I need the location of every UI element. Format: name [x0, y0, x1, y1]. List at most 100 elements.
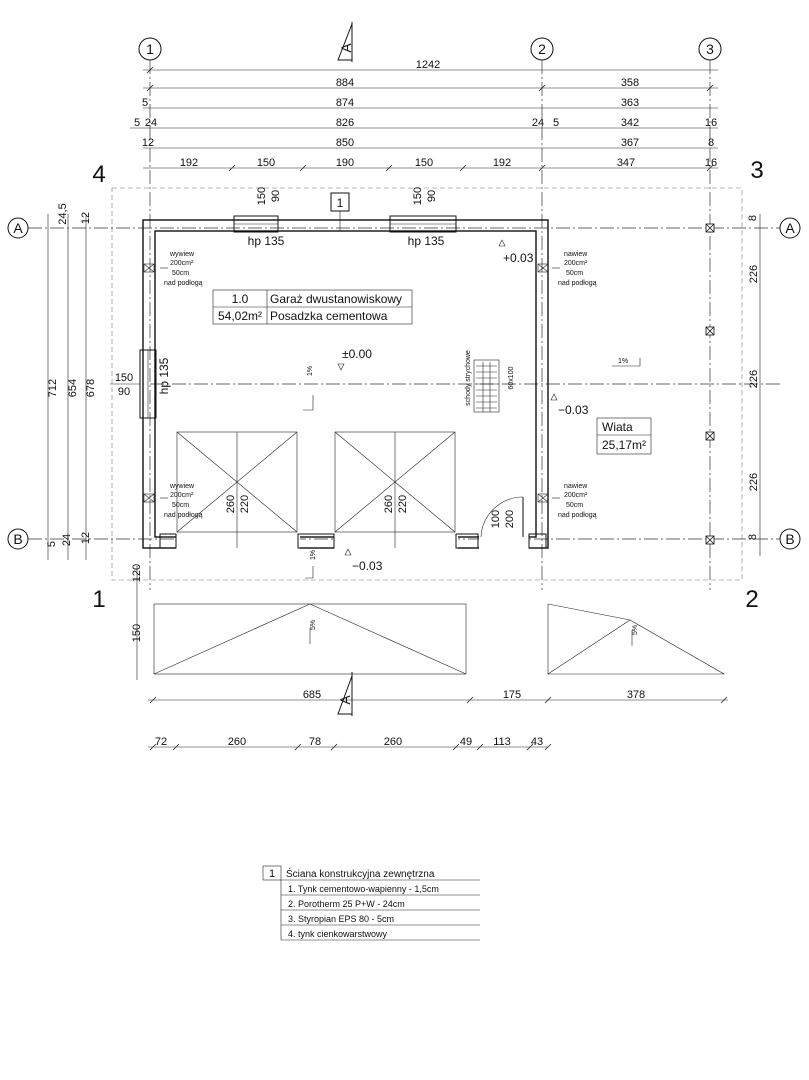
svg-text:1%: 1% — [310, 550, 317, 560]
window-top-left-labels: 150 90 hp 135 — [248, 187, 285, 248]
svg-text:25,17m²: 25,17m² — [602, 438, 646, 452]
corner-3: 3 — [750, 157, 763, 184]
svg-text:200cm²: 200cm² — [564, 492, 588, 499]
bottom-dimensions: 685 175 378 72 260 78 260 49 113 43 — [148, 689, 728, 751]
svg-text:113: 113 — [493, 736, 511, 748]
svg-text:Garaż dwustanowiskowy: Garaż dwustanowiskowy — [270, 292, 402, 306]
svg-text:Ściana konstrukcyjna zewnętrzn: Ściana konstrukcyjna zewnętrzna — [286, 867, 435, 880]
svg-text:200: 200 — [504, 510, 516, 528]
axis-bubble-3: 3 — [698, 37, 722, 61]
svg-text:1: 1 — [269, 868, 275, 880]
svg-text:260: 260 — [383, 495, 395, 513]
svg-text:nawiew: nawiew — [564, 483, 588, 490]
gate-right: 260 220 — [334, 431, 456, 548]
svg-text:Wiata: Wiata — [602, 420, 633, 434]
svg-text:874: 874 — [336, 97, 354, 109]
svg-text:220: 220 — [397, 495, 409, 513]
svg-text:nad podłogą: nad podłogą — [558, 280, 597, 287]
axis-bubble-2: 2 — [530, 37, 554, 61]
svg-text:16: 16 — [705, 117, 717, 129]
svg-text:schody strychowe: schody strychowe — [465, 350, 472, 406]
window-top-right-labels: 150 90 hp 135 — [408, 187, 445, 248]
svg-text:nad podłogą: nad podłogą — [164, 280, 203, 287]
svg-text:367: 367 — [621, 137, 639, 149]
section-mark-top: A — [337, 22, 354, 62]
svg-text:347: 347 — [617, 157, 635, 169]
svg-text:B: B — [785, 531, 794, 547]
axis-bubble-A-left: A — [7, 217, 29, 239]
svg-text:685: 685 — [303, 689, 321, 701]
svg-text:5: 5 — [553, 117, 559, 129]
svg-text:5: 5 — [46, 541, 58, 547]
svg-text:220: 220 — [239, 495, 251, 513]
svg-text:5: 5 — [134, 117, 140, 129]
svg-text:192: 192 — [180, 157, 198, 169]
svg-text:1: 1 — [146, 41, 154, 57]
svg-text:190: 190 — [336, 157, 354, 169]
level-minus-right: −0.03 — [550, 393, 589, 417]
svg-text:3: 3 — [706, 41, 714, 57]
svg-text:260: 260 — [225, 495, 237, 513]
svg-text:24: 24 — [61, 534, 73, 546]
svg-text:43: 43 — [531, 736, 543, 748]
svg-text:Posadzka cementowa: Posadzka cementowa — [270, 309, 388, 323]
slope-carport: 1% — [612, 358, 641, 367]
svg-text:378: 378 — [627, 689, 645, 701]
svg-text:175: 175 — [503, 689, 521, 701]
svg-text:+0.03: +0.03 — [503, 251, 534, 265]
svg-text:1.0: 1.0 — [232, 292, 249, 306]
svg-text:wywiew: wywiew — [169, 251, 195, 258]
svg-text:363: 363 — [621, 97, 639, 109]
corner-1: 1 — [92, 586, 105, 613]
svg-text:678: 678 — [85, 379, 97, 397]
svg-text:nawiew: nawiew — [564, 251, 588, 258]
svg-text:24,5: 24,5 — [57, 203, 69, 224]
svg-text:200cm²: 200cm² — [564, 260, 588, 267]
svg-text:50cm: 50cm — [172, 502, 189, 509]
svg-text:1%: 1% — [618, 358, 628, 365]
axis-bubble-B-left: B — [7, 528, 29, 550]
vent-outlet-top: wywiew 200cm² 50cm nad podłogą — [143, 251, 203, 287]
svg-text:192: 192 — [493, 157, 511, 169]
gate-left: 260 220 — [176, 431, 298, 548]
room-label: 1.0 Garaż dwustanowiskowy 54,02m² Posadz… — [212, 289, 413, 325]
vent-outlet-bottom: wywiew 200cm² 50cm nad podłogą — [143, 483, 203, 519]
slope-main: 1% — [303, 366, 314, 411]
svg-text:654: 654 — [67, 379, 79, 397]
svg-text:24: 24 — [532, 117, 544, 129]
svg-text:hp 135: hp 135 — [157, 357, 171, 394]
svg-text:±0.00: ±0.00 — [342, 347, 372, 361]
svg-text:A: A — [338, 43, 354, 53]
svg-text:12: 12 — [80, 212, 92, 224]
svg-text:A: A — [337, 695, 353, 705]
svg-text:150: 150 — [257, 157, 275, 169]
svg-text:150: 150 — [131, 624, 143, 642]
svg-text:8: 8 — [747, 534, 759, 540]
svg-text:226: 226 — [748, 473, 760, 491]
svg-text:B: B — [13, 531, 22, 547]
svg-text:nad podłogą: nad podłogą — [164, 512, 203, 519]
svg-text:850: 850 — [336, 137, 354, 149]
svg-text:200cm²: 200cm² — [170, 260, 194, 267]
svg-text:hp 135: hp 135 — [408, 234, 445, 248]
level-plus: +0.03 — [498, 239, 534, 265]
svg-text:884: 884 — [336, 77, 354, 89]
svg-text:5: 5 — [142, 97, 148, 109]
svg-text:−0.03: −0.03 — [352, 559, 383, 573]
svg-text:49: 49 — [460, 736, 472, 748]
svg-text:78: 78 — [309, 736, 321, 748]
svg-text:24: 24 — [145, 117, 157, 129]
wall-legend: 1 Ściana konstrukcyjna zewnętrzna 1. Tyn… — [262, 865, 480, 941]
left-dimensions: 712 654 678 24,5 12 5 24 12 — [46, 203, 97, 560]
svg-text:12: 12 — [142, 137, 154, 149]
svg-text:200cm²: 200cm² — [170, 492, 194, 499]
svg-text:nad podłogą: nad podłogą — [558, 512, 597, 519]
svg-text:50cm: 50cm — [566, 502, 583, 509]
vent-inlet-bottom: nawiew 200cm² 50cm nad podłogą — [537, 483, 597, 519]
svg-text:260: 260 — [228, 736, 246, 748]
svg-text:150: 150 — [115, 372, 133, 384]
svg-text:120: 120 — [131, 564, 143, 582]
svg-text:1. Tynk cementowo-wapienny - 1: 1. Tynk cementowo-wapienny - 1,5cm — [288, 884, 439, 894]
axis-bubble-A-right: A — [779, 217, 801, 239]
